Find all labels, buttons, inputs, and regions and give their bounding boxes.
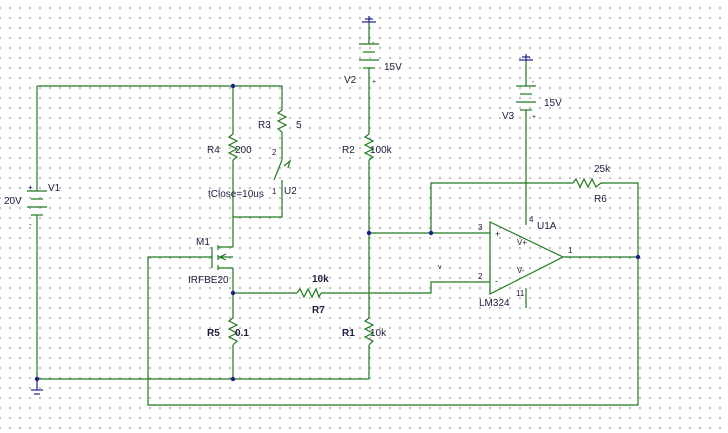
v2-plus: +	[372, 79, 376, 86]
probe-mark: v	[438, 264, 442, 271]
m1-name: M1	[196, 237, 210, 248]
v1-value: 20V	[4, 196, 22, 207]
r6-value: 25k	[594, 164, 611, 175]
resistor-r1	[363, 317, 375, 346]
opamp-pin-out: 1	[568, 246, 573, 255]
u2-pin1: 1	[272, 187, 277, 196]
resistor-r5	[227, 317, 239, 346]
wire-r7-right	[321, 281, 490, 294]
v2-value: 15V	[384, 62, 402, 73]
r5-name: R5	[207, 328, 220, 339]
u2-pin2: 2	[272, 148, 277, 157]
v3-name: V3	[502, 111, 515, 122]
r4-value: 200	[235, 145, 252, 156]
r1-value: 10k	[370, 328, 387, 339]
r1-name: R1	[342, 328, 355, 339]
battery-v1	[27, 190, 47, 222]
junction-dot	[230, 376, 236, 382]
r2-value: 100k	[370, 145, 393, 156]
v3-value: 15V	[544, 98, 562, 109]
resistor-r2	[363, 133, 375, 161]
resistor-r7	[296, 287, 322, 299]
mosfet-m1	[211, 245, 233, 270]
ground-symbol-bottom	[31, 379, 43, 395]
opamp-pin-vneg: 11	[516, 289, 525, 298]
wires	[36, 22, 639, 406]
v1-name: V1	[48, 183, 61, 194]
v3-minus: -	[532, 79, 535, 86]
opamp-pin-inv: 2	[478, 272, 483, 281]
r3-value: 5	[296, 120, 302, 131]
opamp-pin-vpos: 4	[529, 215, 534, 224]
r7-value: 10k	[312, 274, 329, 285]
v1-minus: -	[29, 220, 32, 229]
m1-part: IRFBE20	[188, 275, 229, 286]
r7-name: R7	[312, 305, 325, 316]
resistor-r6	[572, 177, 602, 189]
opamp-pin-noninv: 3	[478, 223, 483, 232]
wire-r6-right	[601, 182, 639, 257]
opamp-in-plus: +	[495, 229, 500, 239]
v2-minus: -	[372, 40, 375, 47]
opamp-v-plus: V+	[517, 238, 527, 247]
opamp-in-minus: -	[495, 276, 498, 286]
v1-plus: +	[28, 183, 33, 192]
junction-dot	[635, 254, 641, 260]
switch-u2	[273, 148, 292, 186]
resistor-r3	[276, 109, 288, 133]
junction-dot	[428, 230, 434, 236]
junction-dot	[366, 230, 372, 236]
ground-symbol-v2	[362, 16, 376, 23]
opamp-u1a	[489, 221, 565, 295]
junction-dot	[230, 83, 236, 89]
r2-name: R2	[342, 145, 355, 156]
v2-name: V2	[344, 75, 357, 86]
r6-name: R6	[594, 194, 607, 205]
battery-v3	[516, 85, 536, 119]
opamp-name: U1A	[537, 221, 557, 232]
r5-value: 0.1	[235, 328, 249, 339]
opamp-v-minus: V-	[517, 266, 525, 275]
wire-r3-top	[233, 85, 283, 110]
junctions	[34, 83, 641, 382]
battery-v2	[359, 43, 379, 76]
u2-param: tClose=10us	[208, 189, 264, 200]
opamp-part: LM324	[479, 298, 510, 309]
ground-symbol-v3	[519, 54, 533, 61]
v3-plus: +	[532, 114, 536, 121]
r3-name: R3	[258, 120, 271, 131]
r4-name: R4	[207, 145, 220, 156]
wire-gate-loop	[147, 256, 639, 406]
u2-name: U2	[284, 186, 297, 197]
resistor-r4	[227, 133, 239, 161]
junction-dot	[230, 290, 236, 296]
wire-switch-bottom	[233, 186, 283, 218]
